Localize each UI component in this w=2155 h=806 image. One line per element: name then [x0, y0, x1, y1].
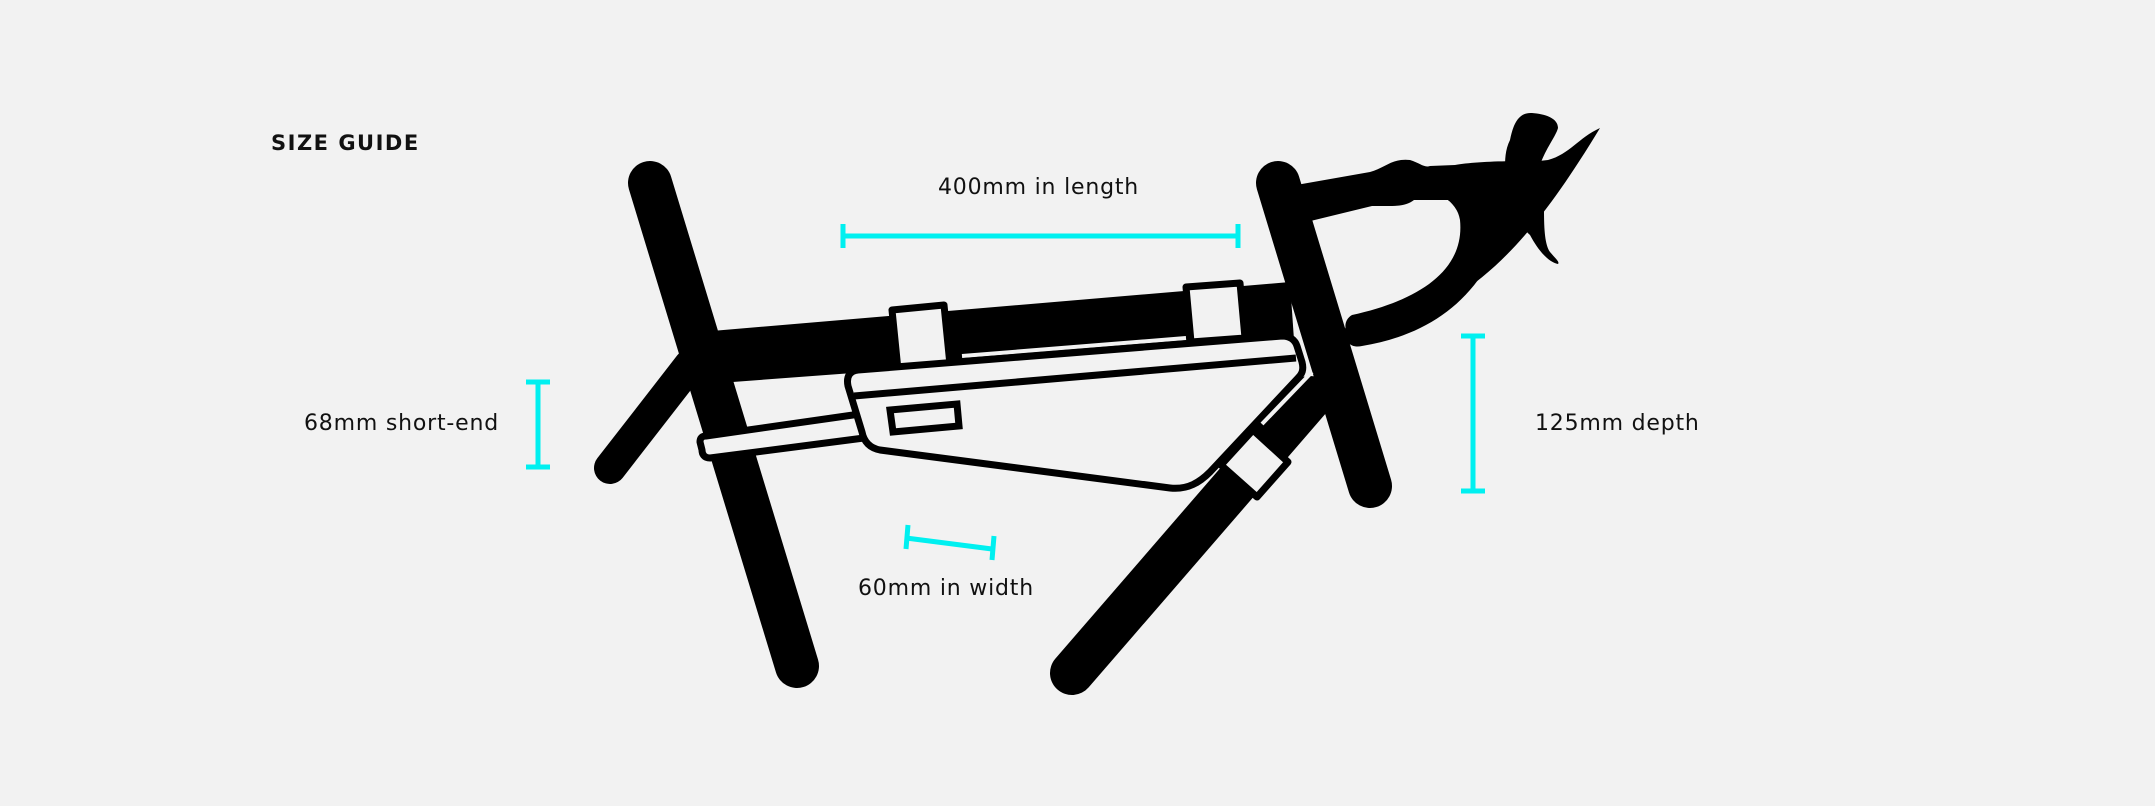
frame-bag: [844, 332, 1307, 492]
velcro-strap-front: [1217, 426, 1292, 501]
drop-handlebar: [1268, 128, 1600, 347]
page-title: SIZE GUIDE: [271, 131, 420, 155]
velcro-strap-right: [1182, 279, 1249, 346]
seat-tube: [628, 161, 819, 688]
length-dimension-line: [840, 224, 1241, 248]
brake-lever: [1505, 112, 1559, 265]
width-label: 60mm in width: [858, 576, 1034, 601]
top-tube: [700, 282, 1294, 384]
width-dimension-line: [903, 524, 997, 561]
velcro-strap-rear: [696, 410, 868, 462]
zipper-pull: [886, 400, 963, 436]
short-end-dimension-line: [526, 379, 550, 470]
seat-stay: [594, 349, 706, 484]
short-end-label: 68mm short-end: [304, 411, 499, 436]
depth-label: 125mm depth: [1535, 411, 1700, 436]
head-tube: [1256, 161, 1392, 508]
length-label: 400mm in length: [938, 175, 1140, 200]
depth-dimension-line: [1461, 333, 1485, 494]
